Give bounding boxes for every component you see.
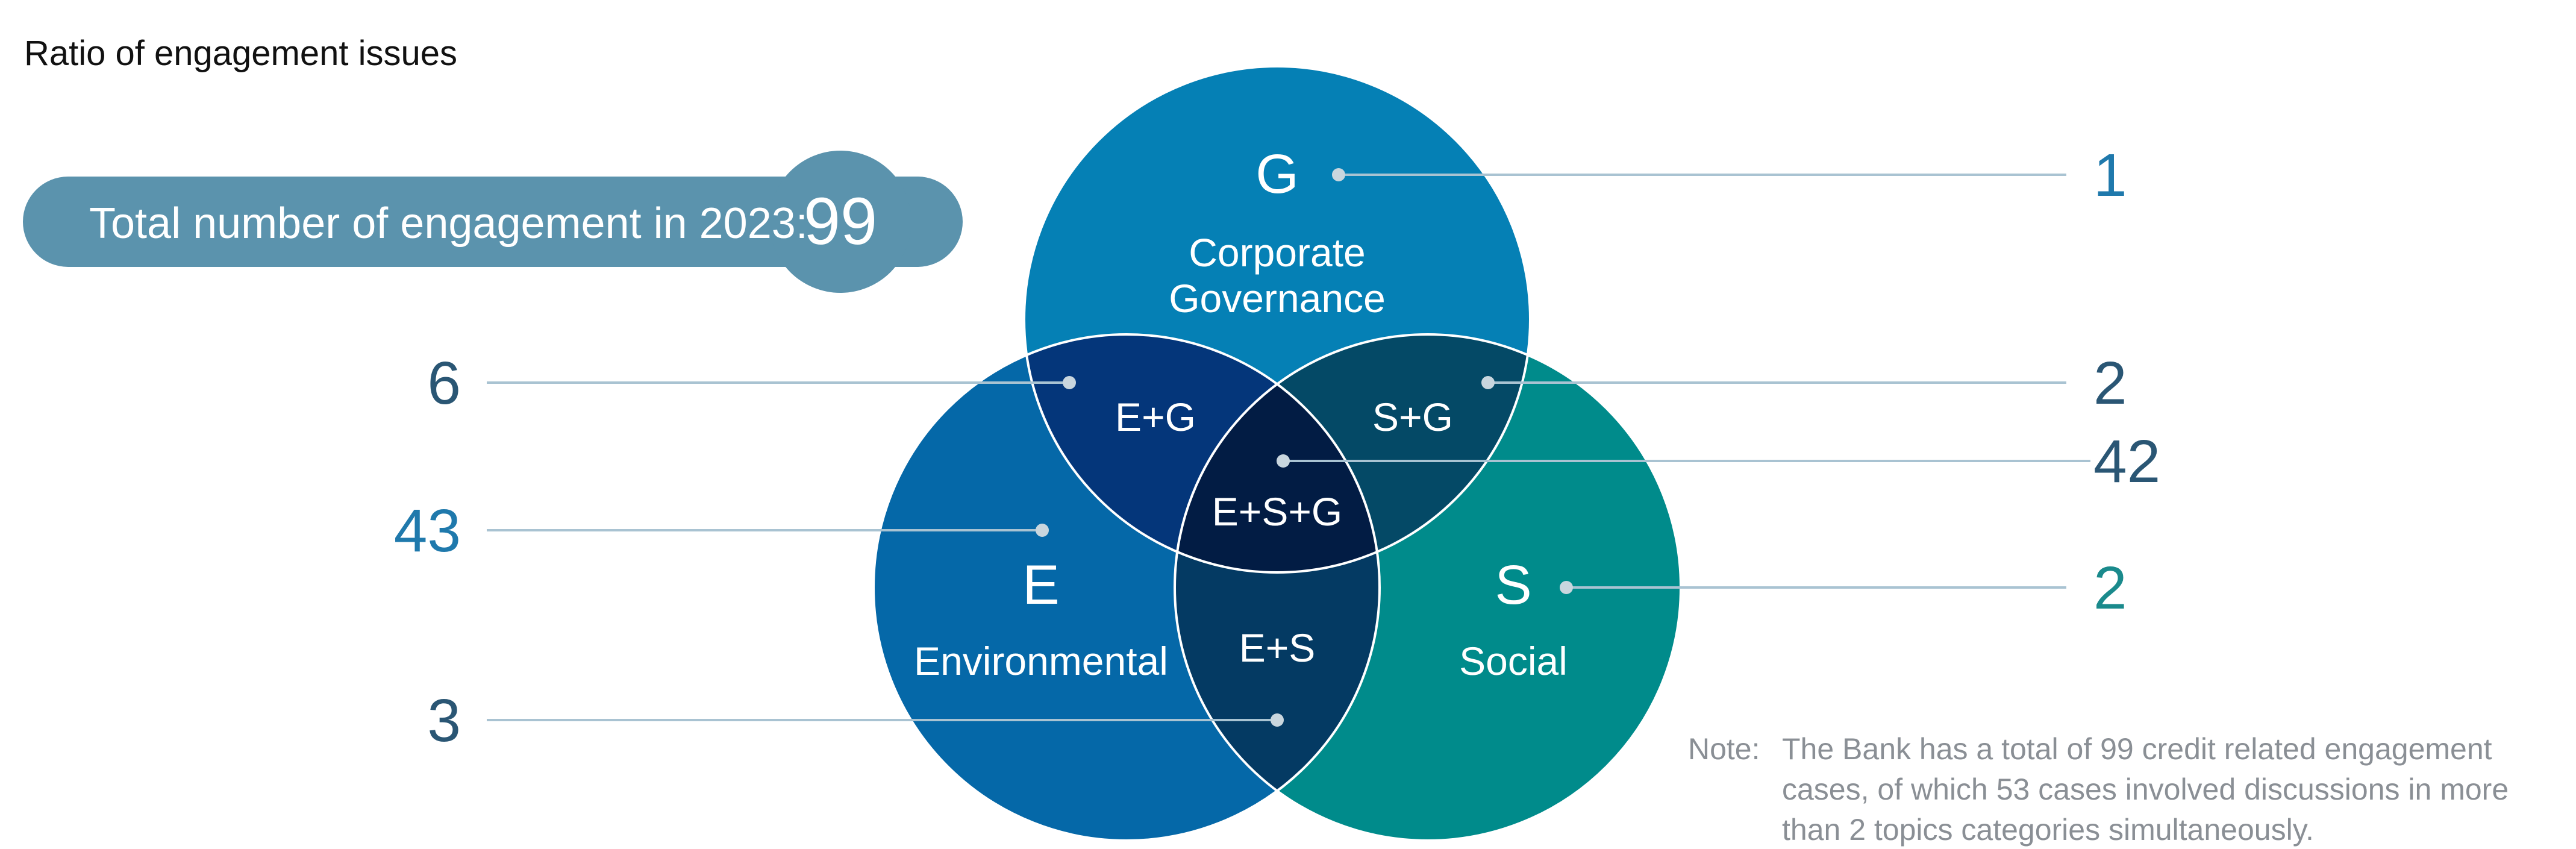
environmental-name: Environmental bbox=[914, 639, 1168, 683]
value-sg: 2 bbox=[2093, 349, 2127, 417]
eg-label: E+G bbox=[1115, 395, 1196, 439]
note-line2: cases, of which 53 cases involved discus… bbox=[1782, 772, 2509, 806]
governance-name-line2: Governance bbox=[1169, 276, 1386, 321]
es-label: E+S bbox=[1239, 625, 1316, 670]
leader-dot-esg bbox=[1277, 454, 1290, 468]
governance-outline bbox=[1023, 65, 1531, 574]
leader-dot-g bbox=[1332, 168, 1345, 181]
leader-dot-s bbox=[1560, 581, 1573, 594]
governance-name-line1: Corporate bbox=[1189, 230, 1366, 275]
social-letter: S bbox=[1495, 554, 1531, 616]
total-value-bubble bbox=[769, 151, 911, 293]
leader-dot-sg bbox=[1481, 376, 1495, 389]
sg-label: S+G bbox=[1372, 395, 1453, 439]
value-eg: 6 bbox=[427, 349, 461, 417]
total-label: Total number of engagement in 2023: bbox=[89, 199, 808, 248]
environmental-outline bbox=[872, 333, 1381, 842]
note-line1: The Bank has a total of 99 credit relate… bbox=[1782, 732, 2492, 766]
value-s: 2 bbox=[2093, 554, 2127, 622]
value-e: 43 bbox=[394, 497, 461, 565]
environmental-letter: E bbox=[1022, 554, 1059, 616]
total-engagement-badge: Total number of engagement in 2023: 99 bbox=[23, 151, 963, 293]
leader-dot-e bbox=[1036, 524, 1049, 537]
note-prefix: Note: bbox=[1688, 732, 1760, 766]
chart-title: Ratio of engagement issues bbox=[24, 34, 457, 73]
value-esg: 42 bbox=[2093, 428, 2160, 495]
social-name: Social bbox=[1459, 639, 1568, 683]
governance-letter: G bbox=[1255, 143, 1299, 205]
leader-dot-eg bbox=[1063, 376, 1076, 389]
note-line3: than 2 topics categories simultaneously. bbox=[1782, 813, 2314, 847]
total-value: 99 bbox=[804, 184, 877, 258]
value-es: 3 bbox=[427, 687, 461, 754]
leader-dot-es bbox=[1271, 713, 1284, 727]
value-g: 1 bbox=[2093, 142, 2127, 209]
total-pill bbox=[23, 177, 963, 267]
esg-label: E+S+G bbox=[1212, 489, 1342, 534]
